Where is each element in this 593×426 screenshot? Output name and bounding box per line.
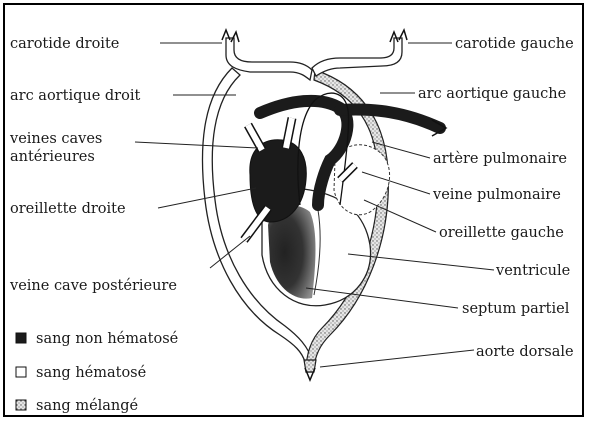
legend-label-melange: sang mélangé (36, 398, 138, 414)
legend-swatch-hematose (16, 367, 26, 377)
label-veines-caves-line1: veines caves (9, 131, 102, 147)
legend: sang non hématosé sang hématosé sang mél… (16, 331, 178, 414)
label-septum-partiel: septum partiel (462, 301, 570, 317)
carotid-arrow-left-b (399, 30, 407, 40)
legend-label-non-hematose: sang non hématosé (36, 331, 178, 347)
label-veine-cave-posterieure: veine cave postérieure (9, 278, 177, 294)
legend-swatch-melange (16, 400, 26, 410)
pulmonary-artery-right-branch (340, 110, 440, 128)
label-ventricule: ventricule (495, 263, 570, 279)
legend-label-hematose: sang hématosé (36, 365, 146, 381)
label-veines-caves-line2: antérieures (10, 149, 95, 165)
label-carotide-droite: carotide droite (10, 36, 119, 52)
label-oreillette-droite: oreillette droite (10, 201, 126, 217)
label-veine-pulmonaire: veine pulmonaire (432, 187, 561, 203)
label-aorte-dorsale: aorte dorsale (476, 344, 574, 360)
leader-aorte-dorsale (320, 350, 474, 367)
label-carotide-gauche: carotide gauche (455, 36, 574, 52)
label-arc-aortique-gauche: arc aortique gauche (418, 86, 566, 102)
label-oreillette-gauche: oreillette gauche (439, 225, 564, 241)
legend-swatch-non-hematose (16, 333, 26, 343)
left-carotid (312, 38, 402, 76)
label-arc-aortique-droit: arc aortique droit (10, 88, 140, 104)
carotid-arrow-right-b (231, 32, 239, 42)
label-artere-pulmonaire: artère pulmonaire (433, 151, 567, 167)
leader-veines-caves (135, 142, 258, 148)
